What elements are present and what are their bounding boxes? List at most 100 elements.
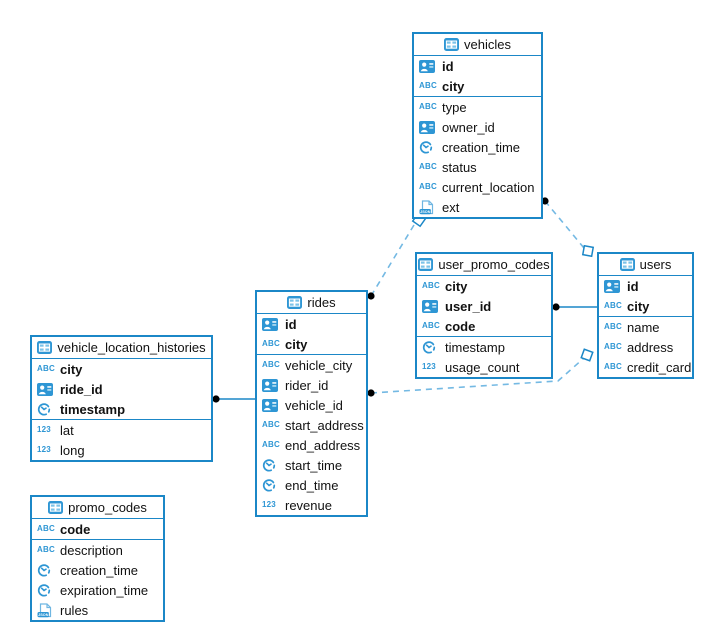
number-type-icon: 123 (37, 445, 51, 454)
relation-line-vehicles-to-users (544, 200, 585, 249)
uuid-type-icon (262, 398, 281, 412)
field-name: code (60, 521, 91, 537)
field-row: timestamp (417, 337, 551, 357)
field-name: id (627, 278, 639, 294)
table-header[interactable]: user_promo_codes (417, 254, 551, 276)
string-type-icon: ABC (419, 102, 437, 111)
timestamp-type-icon (262, 458, 281, 472)
field-name: end_address (285, 437, 361, 453)
field-row: ABC credit_card (599, 357, 692, 377)
field-row: ABC type (414, 97, 541, 117)
timestamp-type-icon (37, 402, 56, 416)
field-name: current_location (442, 179, 535, 195)
svg-text:JSON: JSON (420, 210, 431, 214)
table-rides[interactable]: rides id ABC city ABC (255, 290, 368, 517)
table-title: user_promo_codes (438, 257, 550, 272)
field-name: vehicle_city (285, 357, 353, 373)
field-name: id (285, 316, 297, 332)
table-vehicles[interactable]: vehicles id ABC city ABC (412, 32, 543, 219)
uuid-type-icon (419, 59, 438, 73)
field-row: 123 lat (32, 420, 211, 440)
string-type-icon: ABC (419, 162, 437, 171)
columns-section: ABC vehicle_city rider_id (257, 354, 366, 515)
string-type-icon: ABC (37, 524, 55, 533)
timestamp-type-icon (419, 140, 438, 154)
uuid-type-icon (419, 120, 438, 134)
field-row: JSON rules (32, 600, 163, 620)
table-header[interactable]: promo_codes (32, 497, 163, 519)
field-name: start_address (285, 417, 364, 433)
field-name: owner_id (442, 119, 495, 135)
field-name: rider_id (285, 377, 329, 393)
field-row: ABC city (32, 359, 211, 379)
table-title: vehicles (464, 37, 511, 52)
field-row: ABC start_address (257, 415, 366, 435)
field-row: ABC code (417, 316, 551, 336)
table-header[interactable]: vehicles (414, 34, 541, 56)
field-row: ABC name (599, 317, 692, 337)
field-name: type (442, 99, 467, 115)
field-row: ABC city (599, 296, 692, 316)
number-type-icon: 123 (422, 362, 436, 371)
field-row: id (257, 314, 366, 334)
uuid-type-icon (262, 317, 281, 331)
field-row: start_time (257, 455, 366, 475)
field-row: expiration_time (32, 580, 163, 600)
timestamp-type-icon (422, 340, 441, 354)
field-row: JSON ext (414, 197, 541, 217)
field-row: 123 revenue (257, 495, 366, 515)
field-row: timestamp (32, 399, 211, 419)
string-type-icon: ABC (262, 420, 280, 429)
svg-text:JSON: JSON (38, 613, 49, 617)
columns-section: ABC description creation_time (32, 539, 163, 620)
table-title: vehicle_location_histories (57, 340, 206, 355)
field-name: address (627, 339, 674, 355)
string-type-icon: ABC (422, 281, 440, 290)
field-name: code (445, 318, 476, 334)
field-name: id (442, 58, 454, 74)
string-type-icon: ABC (604, 301, 622, 310)
field-name: start_time (285, 457, 343, 473)
table-promo_codes[interactable]: promo_codes ABC code ABC description (30, 495, 165, 622)
table-header[interactable]: users (599, 254, 692, 276)
field-row: ABC current_location (414, 177, 541, 197)
string-type-icon: ABC (262, 339, 280, 348)
table-header[interactable]: vehicle_location_histories (32, 337, 211, 359)
field-name: ride_id (60, 381, 103, 397)
field-row: ABC city (257, 334, 366, 354)
table-users[interactable]: users id ABC city ABC (597, 252, 694, 379)
field-name: city (60, 361, 83, 377)
table-title: users (639, 257, 672, 272)
number-type-icon: 123 (37, 425, 51, 434)
table-user_promo_codes[interactable]: user_promo_codes ABC city user_id A (415, 252, 553, 379)
field-row: ABC code (32, 519, 163, 539)
uuid-type-icon (37, 382, 56, 396)
field-name: ext (442, 199, 460, 215)
table-icon (444, 38, 460, 51)
field-name: city (442, 78, 465, 94)
number-type-icon: 123 (262, 500, 276, 509)
string-type-icon: ABC (262, 440, 280, 449)
uuid-type-icon (604, 279, 623, 293)
columns-section: ABC type owner_id (414, 96, 541, 217)
table-icon (37, 341, 53, 354)
field-name: usage_count (445, 359, 520, 375)
primary-key-section: id ABC city (599, 276, 692, 316)
field-name: description (60, 542, 123, 558)
string-type-icon: ABC (604, 362, 622, 371)
field-row: owner_id (414, 117, 541, 137)
field-row: ABC city (417, 276, 551, 296)
uuid-type-icon (422, 299, 441, 313)
field-name: long (60, 442, 85, 458)
relation-dot-endpoint (367, 292, 375, 300)
field-name: vehicle_id (285, 397, 343, 413)
field-name: city (445, 278, 468, 294)
field-name: city (285, 336, 308, 352)
table-icon (418, 258, 434, 271)
table-vehicle_location_histories[interactable]: vehicle_location_histories ABC city ride… (30, 335, 213, 462)
field-name: credit_card (627, 359, 692, 375)
columns-section: 123 lat 123 long (32, 419, 211, 460)
timestamp-type-icon (262, 478, 281, 492)
field-name: end_time (285, 477, 339, 493)
table-header[interactable]: rides (257, 292, 366, 314)
